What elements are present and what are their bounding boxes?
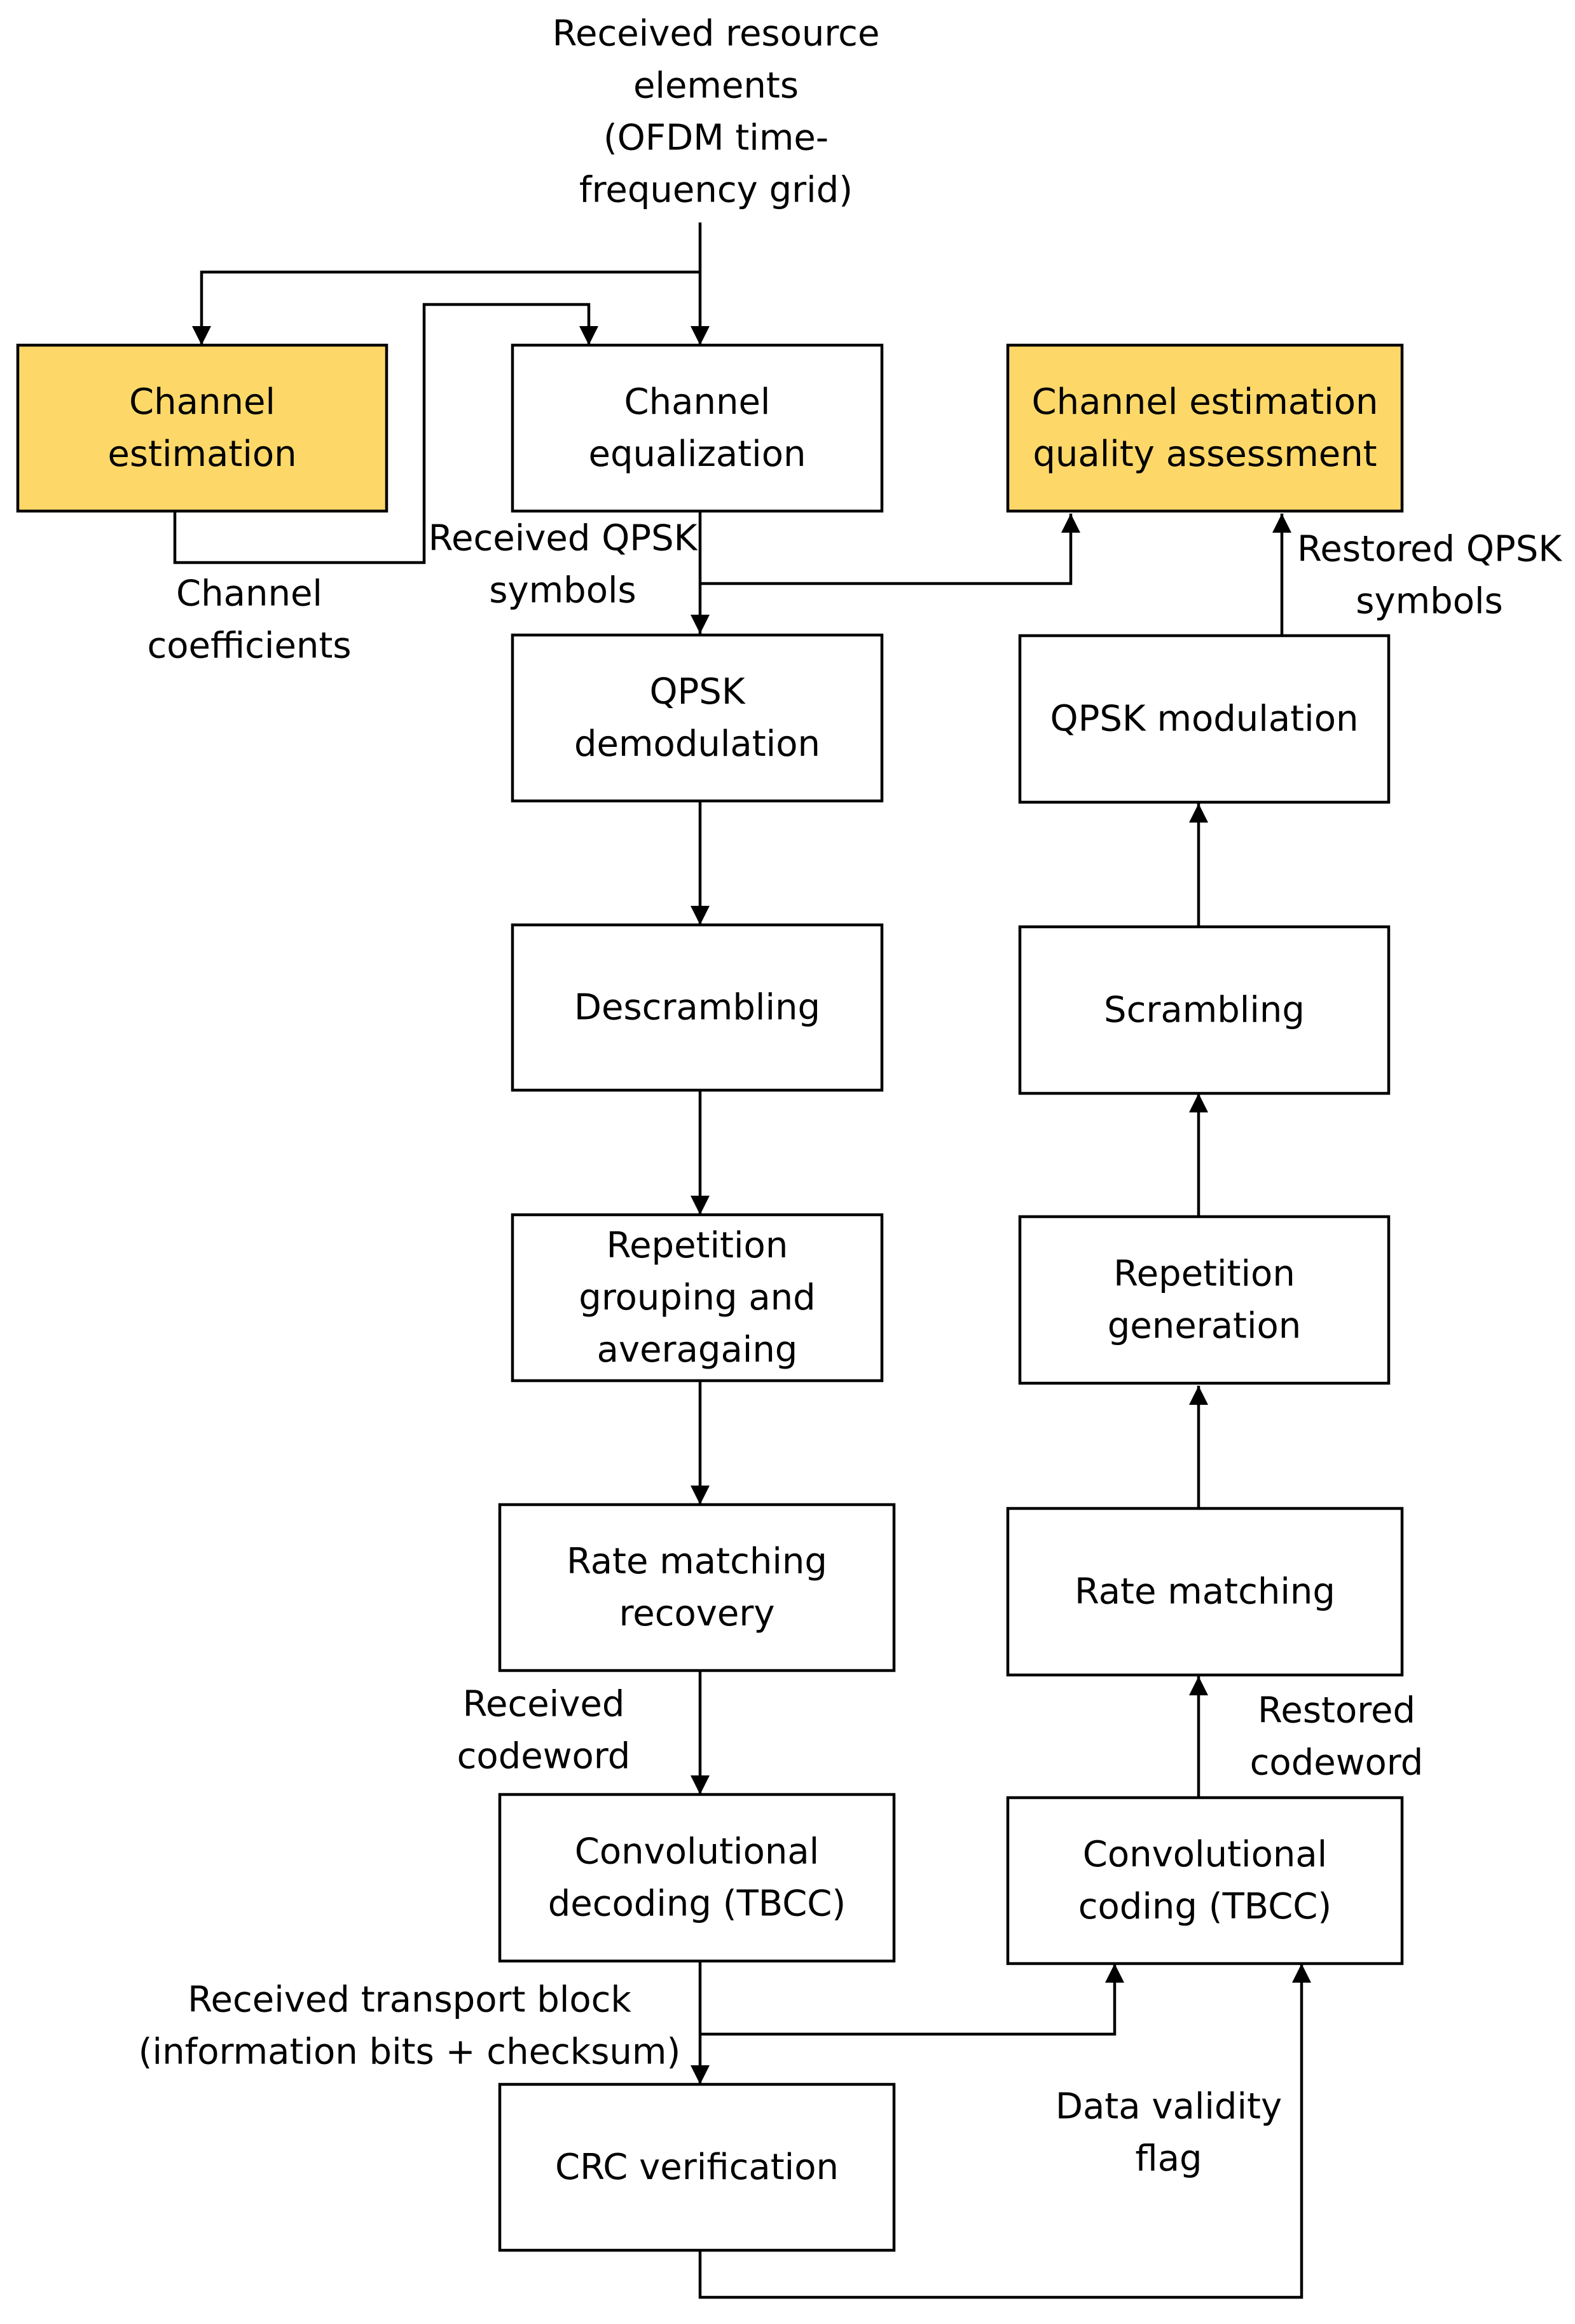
- label-restored-codeword: Restored codeword: [1250, 1690, 1424, 1784]
- label-input-line-4: frequency grid): [579, 170, 853, 211]
- block-scrambling-label-line-1: Scrambling: [1104, 990, 1305, 1031]
- block-channel-equalization: Channel equalization: [511, 343, 884, 513]
- block-repetition-generation-box: [1018, 1215, 1391, 1385]
- block-qpsk-modulation-label-line-1: QPSK modulation: [1050, 699, 1359, 740]
- label-received-qpsk-line-1: Received QPSK: [429, 518, 698, 559]
- label-input-line-2: elements: [633, 65, 799, 107]
- block-qpsk-demodulation-label-line-1: QPSK: [649, 671, 745, 713]
- blocks: ChannelestimationChannelequalizationChan…: [16, 343, 1404, 2252]
- block-channel-equalization-label-line-1: Channel: [624, 381, 771, 423]
- label-channel-coefficients: Channel coefficients: [147, 573, 351, 667]
- label-restored-qpsk: Restored QPSK symbols: [1297, 529, 1562, 622]
- arrow-validity-flag-to-coding: [698, 1964, 1311, 2299]
- label-received-qpsk: Received QPSK symbols: [429, 518, 698, 612]
- block-qpsk-demodulation-box: [511, 633, 884, 803]
- label-data-validity-flag-line-1: Data validity: [1056, 2086, 1282, 2128]
- block-rate-matching: Rate matching: [1006, 1507, 1404, 1677]
- arrow-input-to-channel-estimation: [192, 270, 700, 345]
- arrow-transport-block-to-coding: [700, 1964, 1124, 2036]
- block-crc-verification: CRC verification: [498, 2082, 896, 2252]
- block-repetition-generation-label-line-2: generation: [1108, 1306, 1302, 1347]
- block-repetition-grouping-label-line-2: grouping and: [579, 1277, 815, 1318]
- label-received-codeword-line-1: Received: [463, 1684, 625, 1725]
- block-ce-quality-assessment-box: [1006, 343, 1404, 513]
- label-received-transport-block-line-1: Received transport block: [188, 1979, 631, 2021]
- block-crc-verification-label-line-1: CRC verification: [555, 2147, 839, 2188]
- block-repetition-generation-label-line-1: Repetition: [1113, 1254, 1295, 1295]
- block-rate-matching-recovery-label-line-2: recovery: [619, 1593, 774, 1634]
- label-received-transport-block: Received transport block (information bit…: [139, 1979, 681, 2073]
- block-repetition-grouping-box: [511, 1213, 884, 1383]
- labels: Received resource elements (OFDM time-freq…: [139, 13, 1563, 2180]
- block-crc-verification-box: [498, 2082, 896, 2252]
- block-qpsk-demodulation-label-line-2: demodulation: [574, 723, 820, 765]
- block-rate-matching-box: [1006, 1507, 1404, 1677]
- block-descrambling-label-line-1: Descrambling: [574, 987, 820, 1029]
- block-rate-matching-recovery-label-line-1: Rate matching: [567, 1541, 827, 1582]
- block-channel-estimation: Channel estimation: [16, 343, 389, 513]
- label-restored-codeword-line-1: Restored: [1258, 1690, 1415, 1732]
- block-channel-estimation-label-line-1: Channel: [129, 381, 275, 423]
- block-channel-equalization-box: [511, 343, 884, 513]
- block-qpsk-demodulation: QPSK demodulation: [511, 633, 884, 803]
- block-repetition-grouping: Repetition grouping and averagaing: [511, 1213, 884, 1383]
- block-convolutional-decoding-box: [498, 1793, 896, 1963]
- block-rate-matching-label-line-1: Rate matching: [1075, 1571, 1335, 1613]
- block-ce-quality-assessment: Channel estimation quality assessment: [1006, 343, 1404, 513]
- connectors: [173, 222, 1311, 2299]
- block-repetition-grouping-label-line-3: averagaing: [597, 1329, 798, 1370]
- block-convolutional-coding-label-line-2: coding (TBCC): [1078, 1886, 1332, 1927]
- block-channel-estimation-box: [16, 343, 389, 513]
- label-data-validity-flag: Data validity flag: [1056, 2086, 1282, 2180]
- block-rate-matching-recovery: Rate matching recovery: [498, 1503, 896, 1672]
- block-rate-matching-recovery-box: [498, 1503, 896, 1672]
- label-restored-codeword-line-2: codeword: [1250, 1742, 1424, 1784]
- block-descrambling-box: [511, 923, 884, 1092]
- block-convolutional-coding-label-line-1: Convolutional: [1083, 1834, 1327, 1875]
- label-input-line-3: (OFDM time-: [603, 118, 829, 159]
- label-data-validity-flag-line-2: flag: [1135, 2138, 1202, 2180]
- block-qpsk-modulation: QPSK modulation: [1018, 634, 1391, 804]
- arrow-received-qpsk-to-assessment: [700, 514, 1080, 585]
- arrow-coefficients-to-equalization: [173, 303, 598, 564]
- label-restored-qpsk-line-2: symbols: [1356, 581, 1503, 622]
- block-scrambling: Scrambling: [1018, 925, 1391, 1095]
- block-ce-quality-assessment-label-line-1: Channel estimation: [1032, 381, 1379, 423]
- block-convolutional-decoding-label-line-2: decoding (TBCC): [548, 1883, 846, 1925]
- block-repetition-generation: Repetition generation: [1018, 1215, 1391, 1385]
- block-convolutional-decoding-label-line-1: Convolutional: [575, 1831, 819, 1873]
- label-channel-coefficients-line-2: coefficients: [147, 625, 351, 667]
- label-received-codeword: Received codeword: [457, 1684, 631, 1777]
- label-input: Received resource elements (OFDM time-freq…: [553, 13, 880, 211]
- label-received-transport-block-line-2: (information bits + checksum): [139, 2032, 681, 2073]
- label-channel-coefficients-line-1: Channel: [176, 573, 322, 615]
- label-received-codeword-line-2: codeword: [457, 1736, 631, 1777]
- block-convolutional-decoding: Convolutional decoding (TBCC): [498, 1793, 896, 1963]
- block-scrambling-box: [1018, 925, 1391, 1095]
- block-channel-equalization-label-line-2: equalization: [589, 434, 806, 475]
- block-descrambling: Descrambling: [511, 923, 884, 1092]
- block-channel-estimation-label-line-2: estimation: [107, 434, 296, 475]
- label-input-line-1: Received resource: [553, 13, 880, 55]
- label-received-qpsk-line-2: symbols: [489, 570, 636, 612]
- block-repetition-grouping-label-line-1: Repetition: [607, 1225, 788, 1266]
- block-ce-quality-assessment-label-line-2: quality assessment: [1033, 434, 1377, 475]
- block-convolutional-coding: Convolutional coding (TBCC): [1006, 1796, 1404, 1965]
- block-convolutional-coding-box: [1006, 1796, 1404, 1965]
- block-qpsk-modulation-box: [1018, 634, 1391, 804]
- label-restored-qpsk-line-1: Restored QPSK: [1297, 529, 1562, 570]
